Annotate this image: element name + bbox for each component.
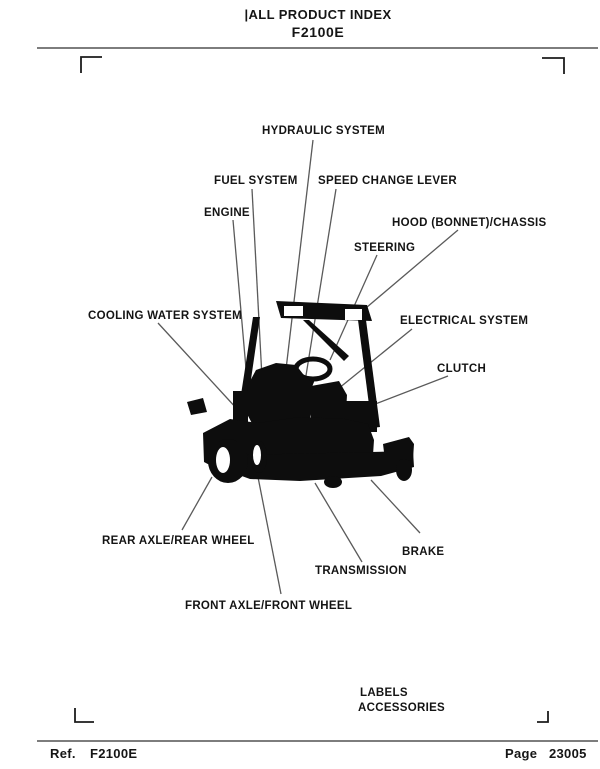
callout-hood-bonnet-chassis[interactable]: HOOD (BONNET)/CHASSIS — [392, 217, 547, 229]
roof-light-left — [284, 306, 303, 316]
callout-rear-axle-rear-wheel[interactable]: REAR AXLE/REAR WHEEL — [102, 535, 255, 547]
leader-line-front-axle-front-wheel — [256, 471, 282, 595]
footer-page-label: Page — [505, 746, 538, 761]
header-rule — [37, 47, 598, 50]
leader-line-brake — [370, 479, 421, 534]
crop-mark-bottom-left — [74, 708, 94, 723]
callout-front-axle-front-wheel[interactable]: FRONT AXLE/FRONT WHEEL — [185, 600, 353, 612]
leader-line-cooling-water-system — [157, 322, 239, 411]
callout-brake[interactable]: BRAKE — [402, 546, 445, 558]
crop-mark-top-left — [80, 56, 102, 73]
model-code: F2100E — [291, 24, 345, 40]
footer-ref-value: F2100E — [90, 746, 138, 761]
roof-light-right — [345, 309, 362, 320]
callout-labels[interactable]: LABELS — [360, 687, 408, 699]
callout-accessories[interactable]: ACCESSORIES — [358, 702, 446, 714]
page-title: |ALL PRODUCT INDEX — [244, 7, 392, 22]
leader-line-hydraulic-system — [284, 139, 314, 379]
callout-clutch[interactable]: CLUTCH — [437, 363, 487, 375]
leader-line-electrical-system — [332, 328, 413, 394]
leader-lines — [157, 139, 459, 595]
leader-line-fuel-system — [251, 188, 263, 379]
crop-mark-bottom-right — [537, 711, 549, 723]
leader-line-hood-bonnet-chassis — [359, 229, 459, 314]
callout-cooling-water-system[interactable]: COOLING WATER SYSTEM — [88, 310, 243, 322]
callout-hydraulic-system[interactable]: HYDRAULIC SYSTEM — [262, 125, 386, 137]
footer-rule — [37, 740, 598, 743]
crop-mark-top-right — [542, 57, 565, 74]
leader-line-rear-axle-rear-wheel — [181, 476, 213, 531]
leader-line-engine — [232, 219, 248, 381]
callout-steering[interactable]: STEERING — [354, 242, 416, 254]
callout-fuel-system[interactable]: FUEL SYSTEM — [214, 175, 298, 187]
page-header: |ALL PRODUCT INDEX F2100E — [244, 7, 391, 40]
footer-page-value: 23005 — [549, 746, 587, 761]
callout-speed-change-lever[interactable]: SPEED CHANGE LEVER — [318, 175, 457, 187]
leader-line-speed-change-lever — [303, 188, 337, 389]
leader-line-transmission — [314, 482, 363, 563]
footer-ref-label: Ref. — [50, 746, 76, 761]
engine-block — [246, 363, 313, 431]
mower-illustration — [187, 301, 414, 488]
callout-engine[interactable]: ENGINE — [204, 207, 250, 219]
leader-line-clutch — [369, 375, 449, 407]
callout-electrical-system[interactable]: ELECTRICAL SYSTEM — [400, 315, 529, 327]
callout-transmission[interactable]: TRANSMISSION — [315, 565, 407, 577]
mower-deck — [228, 451, 414, 481]
